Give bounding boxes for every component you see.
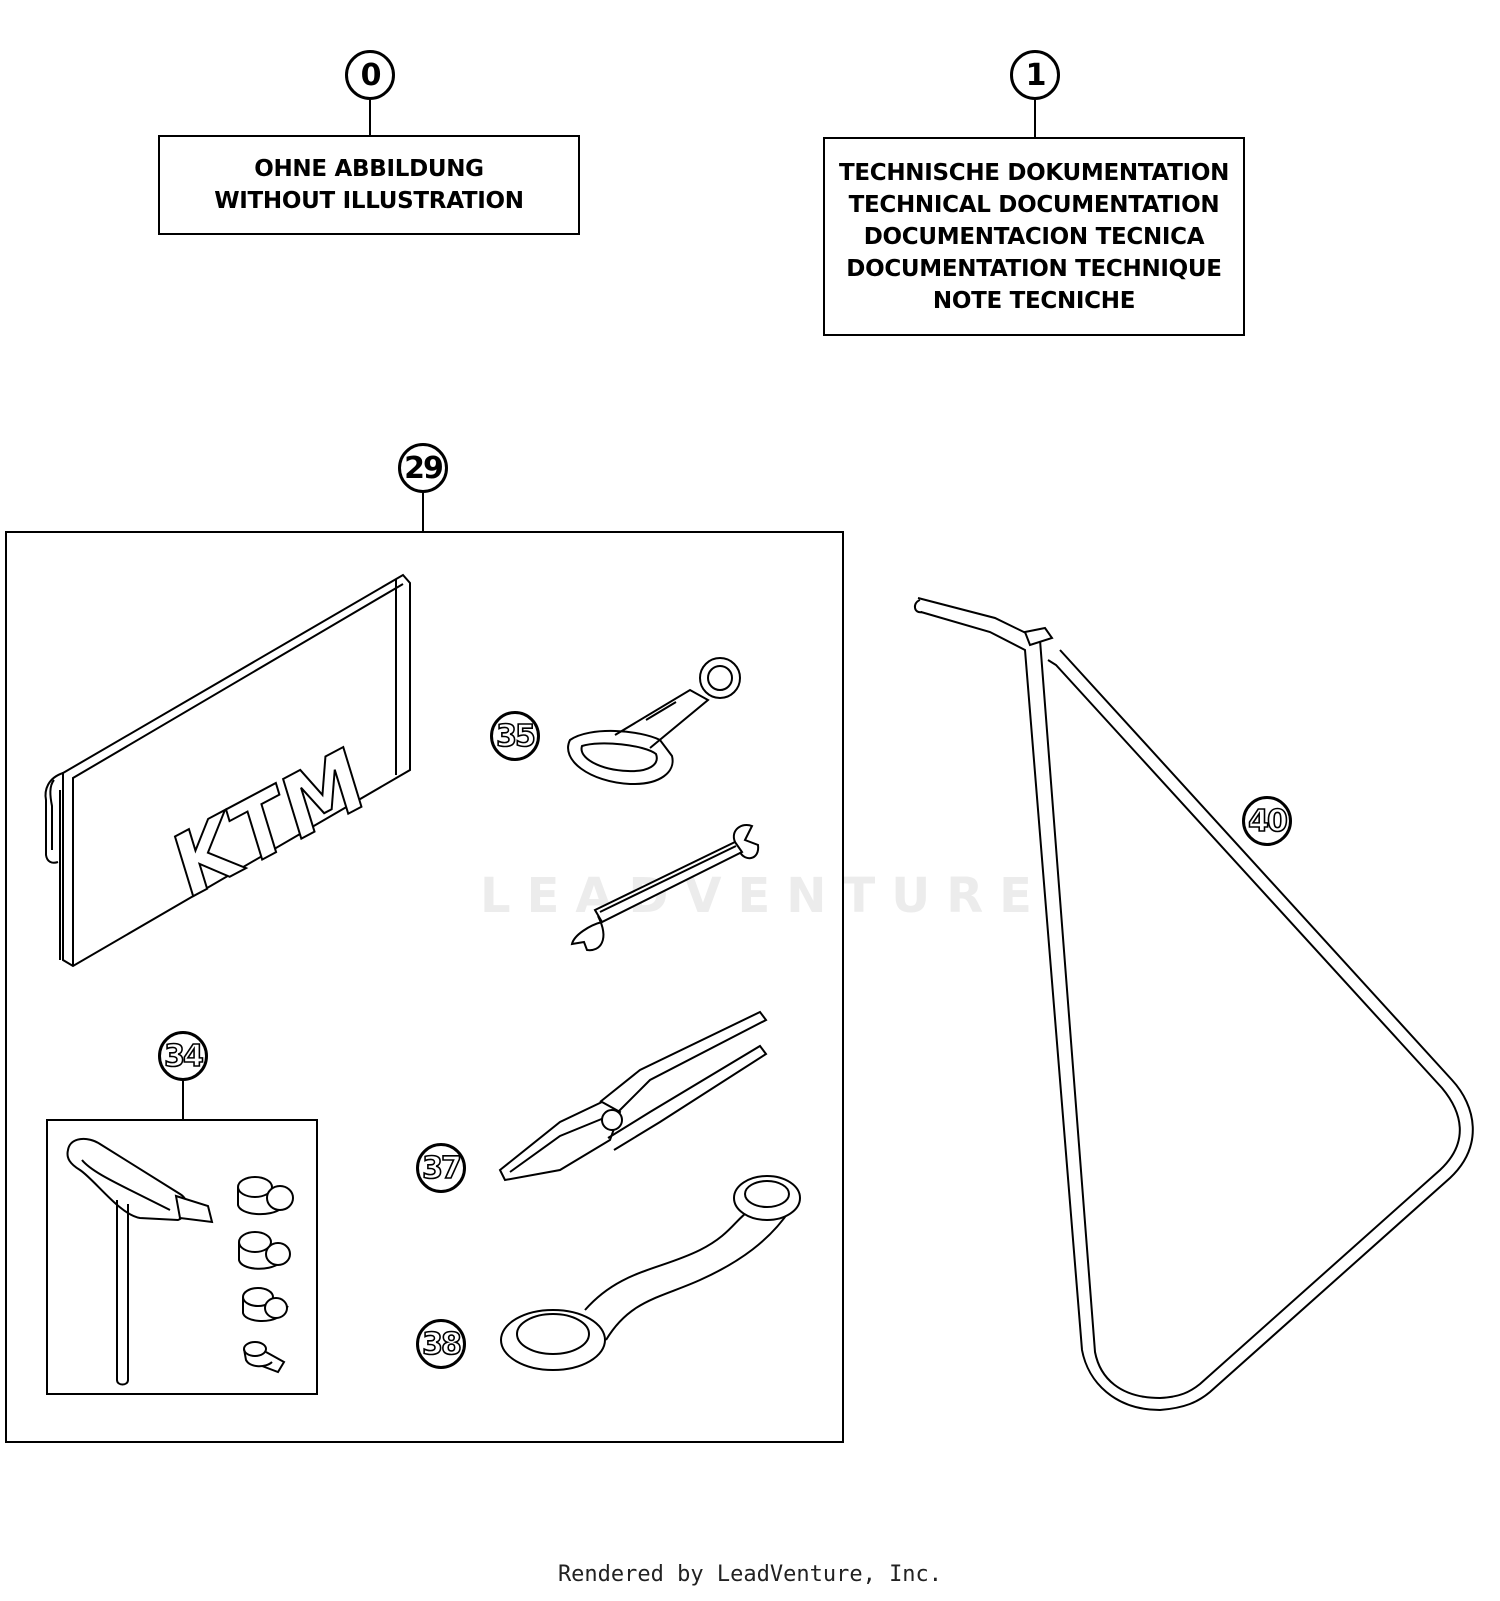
ring-spanner-38 xyxy=(500,1175,801,1371)
callout-35[interactable]: 35 xyxy=(490,711,540,761)
label-box-1-line2: TECHNICAL DOCUMENTATION xyxy=(848,191,1220,218)
callout-40-label: 40 xyxy=(1247,803,1288,840)
label-box-1-line1: TECHNISCHE DOKUMENTATION xyxy=(838,159,1230,186)
hex-key-set-frame xyxy=(46,1119,318,1395)
leader-line-0 xyxy=(369,100,371,136)
pliers-37 xyxy=(498,1010,768,1182)
leader-line-1 xyxy=(1034,100,1036,138)
tool-kit-frame xyxy=(5,531,844,1443)
label-box-0-line1: OHNE ABBILDUNG xyxy=(254,156,484,182)
callout-38-label: 38 xyxy=(421,1326,462,1363)
callout-34[interactable]: 34 xyxy=(158,1031,208,1081)
watermark-text: LEADVENTURE xyxy=(480,868,1048,924)
label-box-1-line4: DOCUMENTATION TECHNIQUE xyxy=(846,255,1222,282)
label-box-technical-documentation: TECHNISCHE DOKUMENTATION TECHNICAL DOCUM… xyxy=(823,137,1245,336)
callout-35-label: 35 xyxy=(495,718,536,755)
footer-credit: Rendered by LeadVenture, Inc. xyxy=(557,1562,943,1587)
hex-key-set xyxy=(66,1137,294,1386)
callout-0[interactable]: 0 xyxy=(345,50,395,100)
open-spanner xyxy=(570,824,760,952)
label-box-1-line5: NOTE TECNICHE xyxy=(932,287,1136,314)
callout-1[interactable]: 1 xyxy=(1010,50,1060,100)
callout-40[interactable]: 40 xyxy=(1242,796,1292,846)
callout-29-label: 29 xyxy=(404,450,444,486)
callout-37[interactable]: 37 xyxy=(416,1143,466,1193)
callout-34-label: 34 xyxy=(163,1038,204,1075)
leader-line-34 xyxy=(182,1081,184,1120)
callout-37-label: 37 xyxy=(421,1150,462,1187)
label-box-0-line2: WITHOUT ILLUSTRATION xyxy=(214,188,524,214)
label-box-1-line3: DOCUMENTACION TECNICA xyxy=(863,223,1205,250)
callout-1-label: 1 xyxy=(1025,57,1047,93)
callout-0-label: 0 xyxy=(360,57,382,93)
callout-38[interactable]: 38 xyxy=(416,1319,466,1369)
callout-29[interactable]: 29 xyxy=(398,443,448,493)
leader-line-29 xyxy=(422,493,424,532)
ring-spanner-35 xyxy=(567,657,741,786)
tool-bag: KTM xyxy=(44,573,411,968)
side-stand-40 xyxy=(914,597,1474,1412)
label-box-without-illustration: OHNE ABBILDUNG WITHOUT ILLUSTRATION xyxy=(158,135,580,235)
